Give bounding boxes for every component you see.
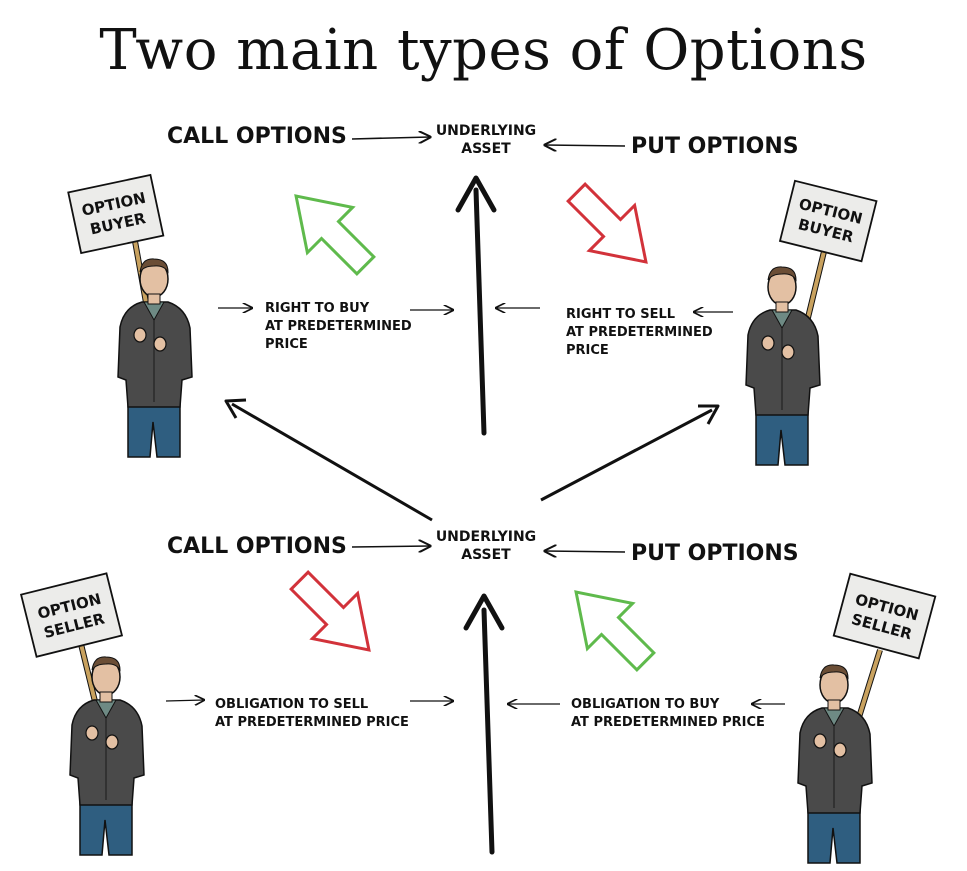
page-title: Two main types of Options bbox=[99, 18, 868, 83]
top-left-option-buyer: OPTION BUYER bbox=[67, 173, 193, 458]
top-vertical-arrowhead bbox=[455, 175, 497, 213]
top-vertical-arrow bbox=[473, 187, 487, 436]
bottom-vertical-arrow bbox=[481, 607, 495, 855]
bottom-right-option-seller: OPTION SELLER bbox=[797, 572, 937, 864]
bottom-to-top-right-arrow bbox=[540, 408, 713, 502]
green-up-arrow-icon bbox=[294, 194, 376, 276]
top-asset-line1: UNDERLYING bbox=[435, 123, 537, 139]
top-left-line1: RIGHT TO BUY bbox=[265, 301, 370, 316]
top-call-options-label: CALL OPTIONS bbox=[167, 124, 347, 149]
top-right-line1: RIGHT TO SELL bbox=[566, 307, 676, 322]
top-underlying-asset: UNDERLYING ASSET bbox=[426, 122, 546, 158]
bottom-underlying-asset: UNDERLYING ASSET bbox=[426, 528, 546, 564]
top-put-to-asset-arrow bbox=[545, 145, 626, 146]
bottom-seller-to-text-arrow bbox=[165, 700, 204, 701]
bottom-to-top-left-arrow bbox=[231, 402, 433, 522]
bottom-call-to-asset-arrow bbox=[351, 546, 430, 547]
green-up-arrow-icon bbox=[574, 590, 656, 672]
top-right-line3: PRICE bbox=[566, 343, 609, 358]
top-right-line2: AT PREDETERMINED bbox=[566, 325, 713, 340]
bottom-left-line1: OBLIGATION TO SELL bbox=[215, 697, 369, 712]
red-down-arrow-icon bbox=[289, 570, 371, 652]
bottom-left-description: OBLIGATION TO SELL AT PREDETERMINED PRIC… bbox=[215, 696, 409, 732]
top-right-option-buyer: OPTION BUYER bbox=[745, 179, 878, 466]
top-left-line2: AT PREDETERMINED bbox=[265, 319, 412, 334]
top-right-description: RIGHT TO SELL AT PREDETERMINED PRICE bbox=[566, 306, 713, 360]
top-asset-line2: ASSET bbox=[461, 141, 511, 157]
top-left-description: RIGHT TO BUY AT PREDETERMINED PRICE bbox=[265, 300, 412, 354]
bottom-asset-line2: ASSET bbox=[461, 547, 511, 563]
red-down-arrow-icon bbox=[566, 182, 648, 264]
top-left-line3: PRICE bbox=[265, 337, 308, 352]
bottom-right-line2: AT PREDETERMINED PRICE bbox=[571, 715, 765, 730]
bottom-right-line1: OBLIGATION TO BUY bbox=[571, 697, 720, 712]
bottom-vertical-arrowhead bbox=[463, 593, 505, 631]
top-put-options-label: PUT OPTIONS bbox=[631, 134, 799, 159]
bottom-left-option-seller: OPTION SELLER bbox=[19, 572, 145, 856]
bottom-call-options-label: CALL OPTIONS bbox=[167, 534, 347, 559]
top-call-to-asset-arrow bbox=[351, 137, 430, 139]
bottom-put-options-label: PUT OPTIONS bbox=[631, 541, 799, 566]
bottom-right-description: OBLIGATION TO BUY AT PREDETERMINED PRICE bbox=[571, 696, 765, 732]
bottom-left-line2: AT PREDETERMINED PRICE bbox=[215, 715, 409, 730]
bottom-asset-line1: UNDERLYING bbox=[435, 529, 537, 545]
bottom-put-to-asset-arrow bbox=[545, 551, 626, 552]
